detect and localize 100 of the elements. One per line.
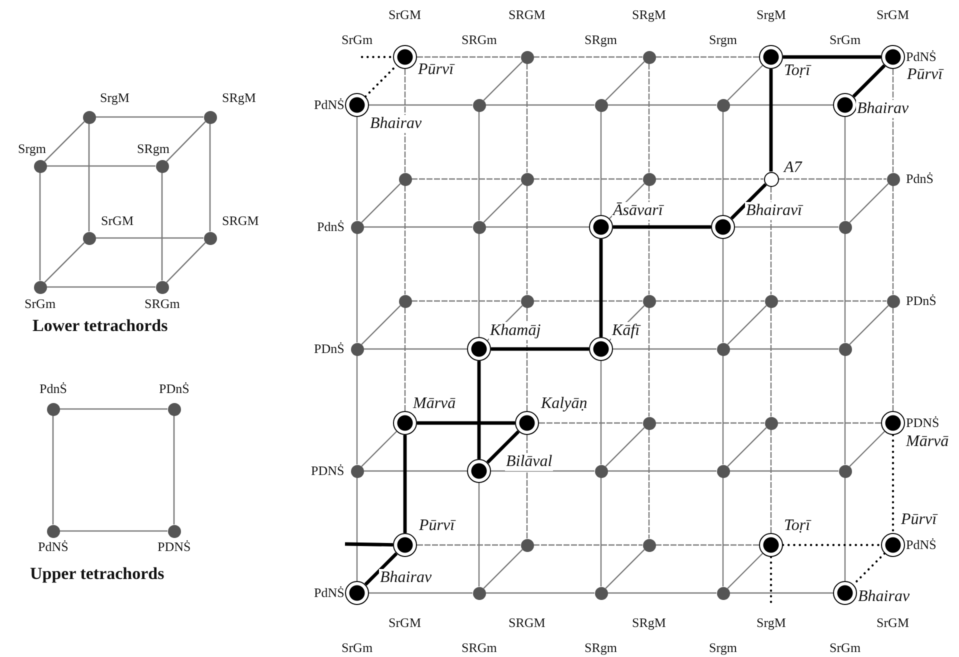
ringed-node	[711, 215, 735, 239]
column-label: Srgm	[709, 33, 737, 48]
grid-line	[173, 416, 175, 524]
grid-line	[486, 104, 594, 106]
grid-line	[656, 300, 764, 302]
ringed-node	[393, 411, 417, 435]
grid-line	[648, 64, 650, 172]
node-dot	[46, 524, 60, 538]
grid-line	[534, 300, 642, 302]
grid-line	[46, 286, 156, 288]
grid-line	[483, 183, 523, 223]
grid-line	[166, 121, 206, 162]
ringed-node	[589, 215, 613, 239]
grid-line	[722, 478, 724, 586]
raga-label: Khamāj	[489, 322, 542, 340]
grid-line	[605, 61, 645, 101]
dotted-line	[892, 434, 894, 534]
grid-line	[722, 356, 724, 464]
node-label: SRgM	[222, 91, 256, 106]
path-line	[852, 64, 886, 98]
grid-line	[770, 430, 772, 533]
column-label: SrGm	[342, 33, 373, 48]
path-line	[344, 542, 394, 546]
grid-line	[361, 431, 397, 467]
path-line	[403, 435, 407, 533]
row-label: PdNṠ	[906, 538, 936, 552]
path-line	[783, 55, 881, 59]
row-label: PDNṠ	[311, 464, 344, 478]
column-label: SrGM	[388, 616, 422, 630]
column-label: Srgm	[709, 641, 737, 656]
grid-line	[849, 305, 889, 345]
ringed-node	[345, 93, 369, 117]
grid-line	[483, 61, 523, 101]
grid-line	[722, 239, 724, 342]
raga-label: Āsāvarī	[612, 202, 664, 220]
row-label: PdnṠ	[317, 220, 344, 234]
column-label: SRGm	[462, 33, 497, 48]
grid-line	[730, 348, 838, 350]
node-dot	[838, 220, 852, 234]
column-label: SRGM	[508, 8, 546, 22]
grid-line	[730, 592, 833, 594]
grid-line	[608, 592, 716, 594]
row-label: PdNṠ	[314, 98, 344, 112]
node-dot	[34, 160, 46, 172]
column-label: SRgm	[584, 641, 618, 656]
ringed-node	[345, 581, 369, 605]
grid-line	[844, 478, 846, 581]
column-label: SrGm	[830, 33, 861, 48]
path-line	[364, 552, 398, 586]
ringed-node	[467, 337, 491, 361]
ringed-node	[393, 533, 417, 557]
ringed-node	[467, 459, 491, 483]
grid-line	[849, 431, 885, 467]
column-label: SrGm	[830, 641, 861, 656]
node-dot	[46, 402, 60, 416]
grid-line	[412, 178, 520, 180]
grid-line	[656, 422, 764, 424]
column-label: SrgM	[756, 8, 786, 22]
grid-line	[161, 172, 163, 280]
column-label: SrGM	[876, 8, 910, 22]
row-label: PdnṠ	[906, 172, 934, 186]
grid-line	[526, 435, 528, 538]
node-dot	[520, 172, 534, 186]
ringed-node	[833, 581, 857, 605]
grid-line	[844, 234, 846, 342]
node-label: PdNṠ	[38, 540, 68, 554]
grid-line	[600, 361, 602, 464]
grid-line	[539, 422, 642, 424]
grid-line	[844, 117, 846, 220]
node-label: SrGm	[24, 297, 56, 312]
node-dot	[642, 538, 656, 552]
grid-line	[526, 186, 528, 294]
raga-label: Kalyāṇ	[540, 395, 588, 413]
grid-line	[727, 305, 767, 345]
node-dot	[34, 280, 46, 294]
ringed-node	[881, 411, 905, 435]
node-dot	[520, 294, 534, 308]
row-label: PdNṠ	[906, 50, 936, 64]
grid-line	[600, 478, 602, 586]
node-dot	[642, 50, 656, 64]
grid-line	[417, 544, 520, 546]
ringed-node	[881, 533, 905, 557]
path-line	[730, 183, 767, 220]
node-dot	[168, 402, 180, 416]
grid-line	[364, 226, 472, 228]
grid-line	[727, 553, 763, 589]
grid-line	[778, 178, 886, 180]
grid-line	[478, 483, 480, 586]
grid-line	[44, 121, 85, 162]
node-dot	[716, 342, 730, 356]
grid-line	[778, 300, 886, 302]
grid-line	[727, 65, 763, 101]
grid-line	[730, 470, 838, 472]
node-label: PdnṠ	[40, 382, 67, 396]
grid-line	[608, 104, 716, 106]
ringed-node	[515, 411, 539, 435]
node-dot	[204, 232, 216, 244]
node-dot	[204, 110, 216, 124]
grid-line	[412, 300, 520, 302]
path-line	[599, 239, 603, 337]
